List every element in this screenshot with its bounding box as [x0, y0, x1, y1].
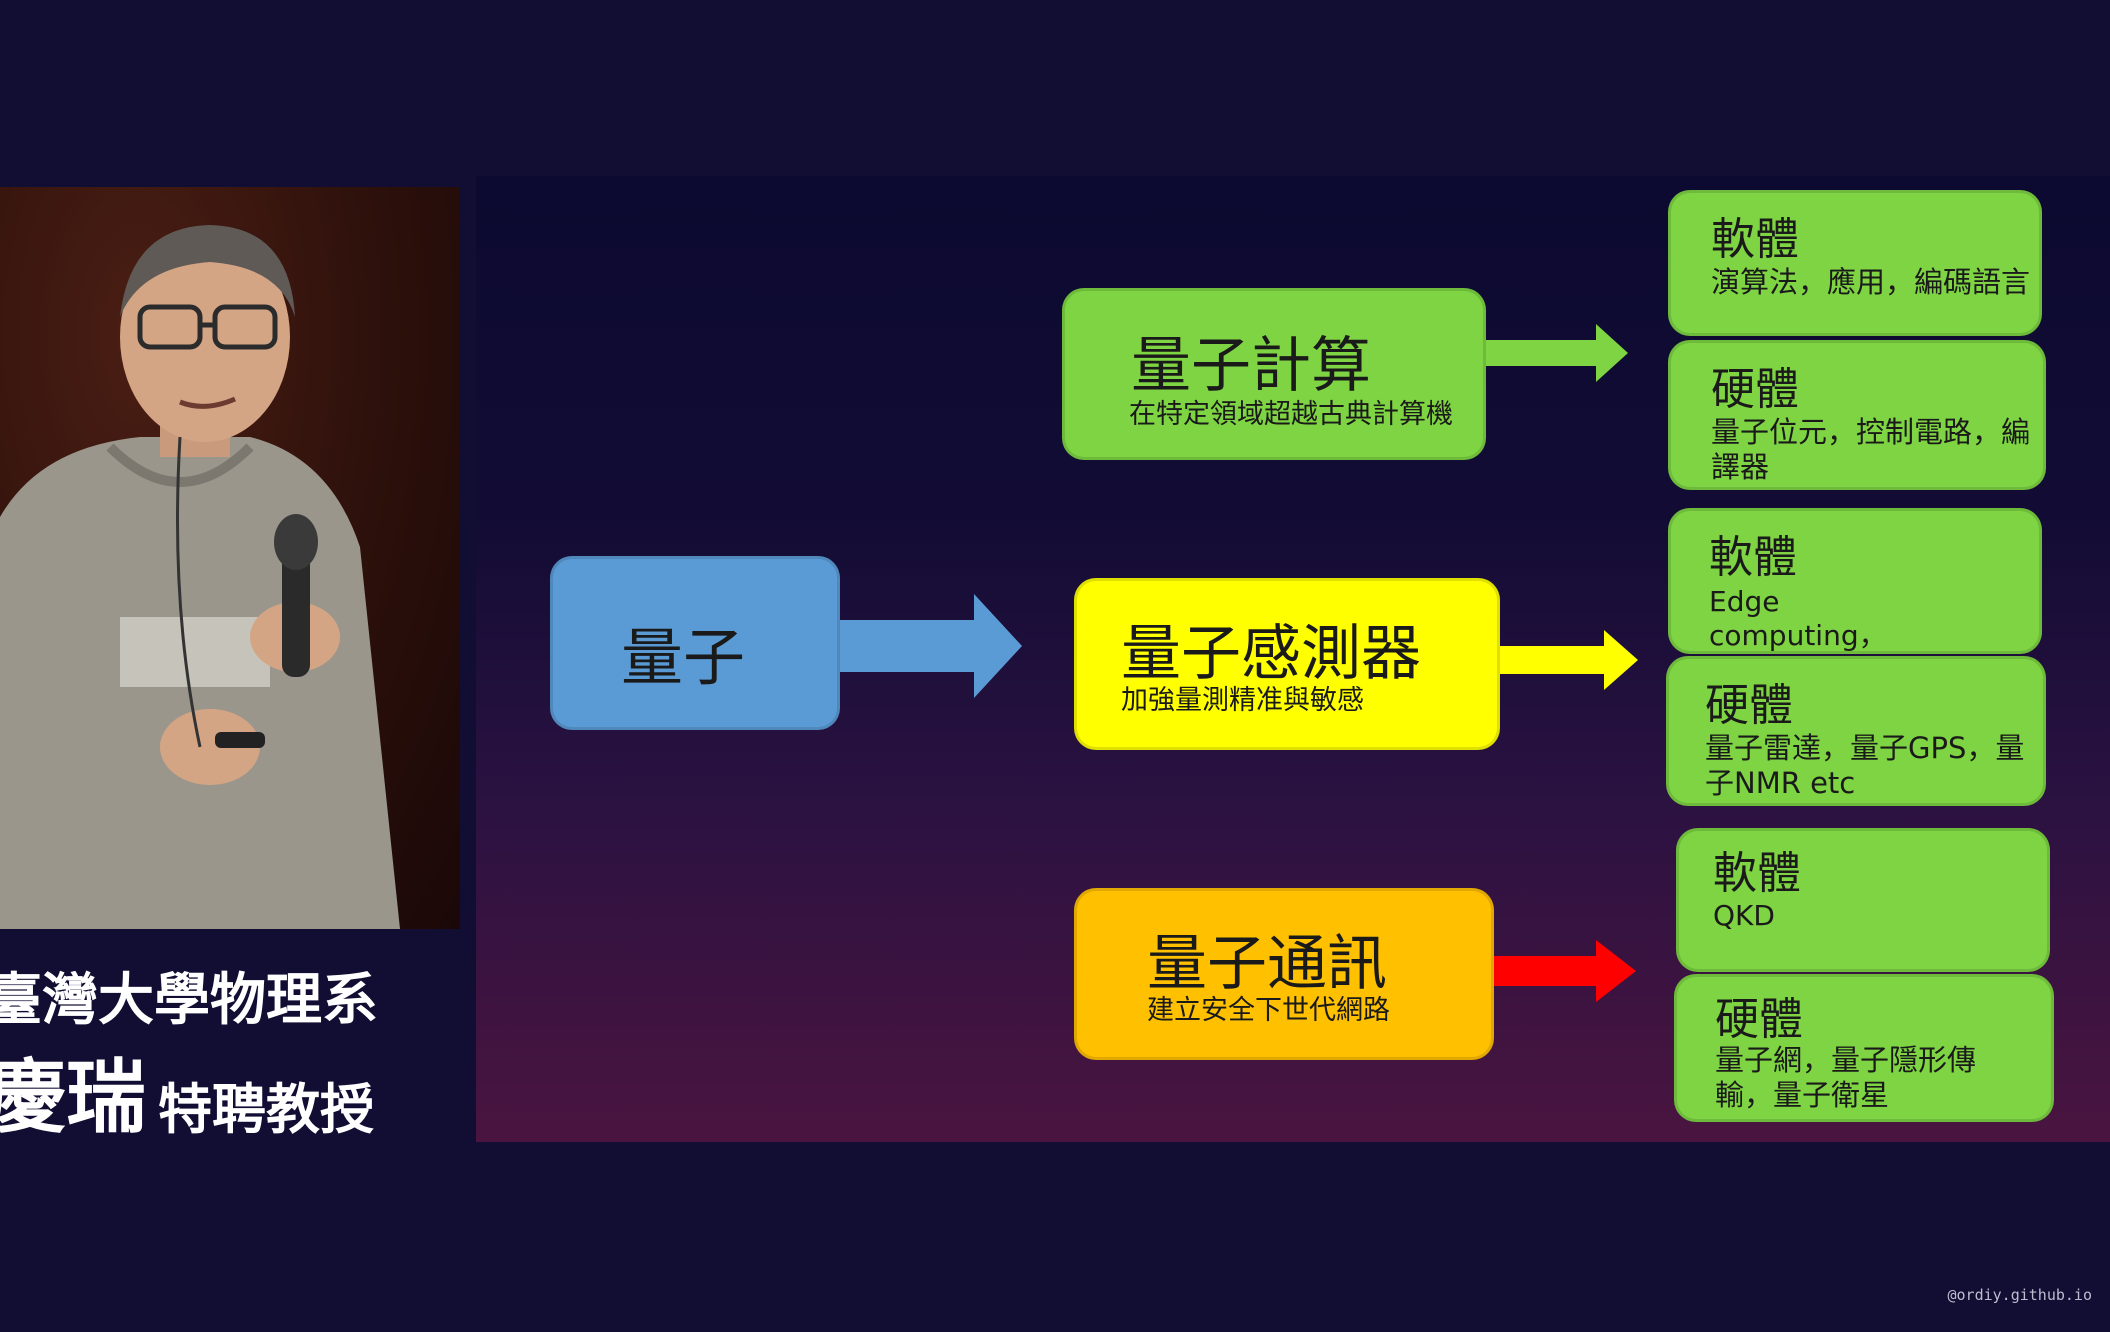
speaker-video — [0, 187, 460, 929]
branch-comm-box: 量子通訊 建立安全下世代網路 — [1074, 888, 1494, 1060]
branch-compute-title: 量子計算 — [1131, 331, 1371, 401]
branch-comm-subtitle: 建立安全下世代網路 — [1147, 995, 1390, 1026]
arrow-comm — [1494, 940, 1636, 1002]
compute-hardware-detail: 量子位元，控制電路，編譯器 — [1711, 415, 2031, 484]
compute-software-box: 軟體 演算法，應用，編碼語言 — [1668, 190, 2042, 336]
sensor-software-title: 軟體 — [1709, 532, 1797, 583]
caption-name: 慶瑞 — [0, 1051, 146, 1144]
sensor-hardware-box: 硬體 量子雷達，量子GPS，量子NMR etc — [1666, 656, 2046, 806]
arrow-sensor — [1500, 630, 1638, 690]
compute-hardware-box: 硬體 量子位元，控制電路，編譯器 — [1668, 340, 2046, 490]
comm-software-detail: QKD — [1713, 899, 1775, 932]
arrow-compute — [1486, 324, 1628, 382]
comm-software-title: 軟體 — [1713, 848, 1801, 899]
compute-software-detail: 演算法，應用，編碼語言 — [1711, 265, 2031, 299]
comm-software-box: 軟體 QKD — [1676, 828, 2050, 972]
comm-hardware-detail: 量子網，量子隱形傳輸，量子衛星 — [1715, 1043, 1977, 1112]
comm-hardware-title: 硬體 — [1715, 994, 1803, 1045]
sensor-hardware-detail: 量子雷達，量子GPS，量子NMR etc — [1705, 731, 2025, 800]
comm-hardware-box: 硬體 量子網，量子隱形傳輸，量子衛星 — [1674, 974, 2054, 1122]
branch-compute-subtitle: 在特定領域超越古典計算機 — [1129, 399, 1453, 430]
speaker-figure — [0, 225, 400, 929]
compute-hardware-title: 硬體 — [1711, 364, 1799, 415]
branch-compute-box: 量子計算 在特定領域超越古典計算機 — [1062, 288, 1486, 460]
compute-software-title: 軟體 — [1711, 214, 1799, 265]
presentation-slide: 量子 量子計算 在特定領域超越古典計算機 量子感測器 加強量測精准與敏感 量子通… — [476, 176, 2110, 1142]
branch-sensor-subtitle: 加強量測精准與敏感 — [1121, 685, 1364, 716]
branch-comm-title: 量子通訊 — [1147, 929, 1387, 999]
caption-affiliation: 臺灣大學物理系 — [0, 968, 378, 1033]
caption-title: 特聘教授 — [158, 1078, 374, 1141]
branch-sensor-title: 量子感測器 — [1121, 619, 1421, 689]
arrow-root-to-sensor — [840, 594, 1022, 698]
root-box: 量子 — [550, 556, 840, 730]
watermark: @ordiy.github.io — [1947, 1286, 2093, 1304]
flow-arrows — [840, 324, 1638, 1002]
root-label: 量子 — [621, 621, 746, 694]
sensor-software-box: 軟體 Edge computing，Privacy comupting — [1668, 508, 2042, 719]
speaker-caption: 臺灣大學物理系 慶瑞 特聘教授 — [0, 955, 470, 1155]
sensor-hardware-title: 硬體 — [1705, 680, 1793, 731]
branch-sensor-box: 量子感測器 加強量測精准與敏感 — [1074, 578, 1500, 750]
